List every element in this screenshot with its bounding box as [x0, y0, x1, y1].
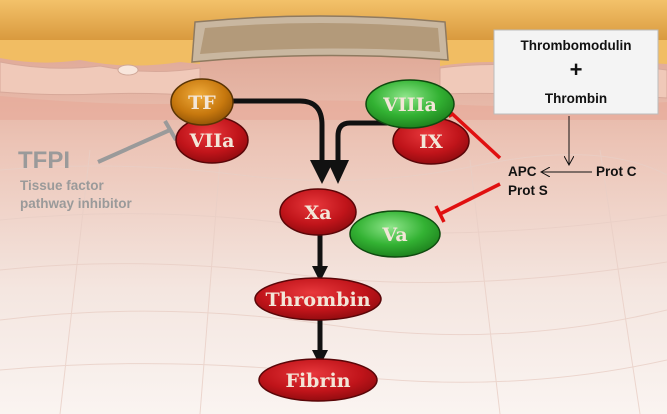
tfpi-inhibition-bar — [163, 119, 178, 142]
fibrin-label: Fibrin — [285, 370, 350, 392]
apc-label: APC — [508, 164, 537, 179]
node-viiia: VIIIa — [365, 79, 455, 129]
viia-label: VIIa — [189, 130, 235, 152]
node-viia: VIIa — [175, 116, 249, 164]
tfpi-inhibitor: TFPI Tissue factor pathway inhibitor — [18, 119, 178, 211]
thrombomodulin-box: Thrombomodulin + Thrombin — [493, 29, 659, 115]
ix-label: IX — [419, 131, 443, 153]
xa-label: Xa — [304, 202, 331, 224]
apc-inhibits-viiia — [445, 107, 502, 160]
apc-inhibits-va — [439, 182, 501, 216]
tfpi-inhibition-line — [97, 128, 171, 164]
arrow-ixa-to-xa — [335, 120, 388, 168]
node-va: Va — [349, 210, 441, 258]
node-xa: Xa — [279, 188, 357, 236]
node-thrombin: Thrombin — [254, 277, 382, 321]
thrombin-label: Thrombin — [265, 289, 370, 311]
arrow-heads — [310, 160, 349, 366]
plus-sign: + — [570, 57, 583, 82]
va-inhibition-bar — [434, 205, 446, 223]
tfpi-fullname-line2: pathway inhibitor — [20, 196, 132, 211]
thrombomodulin-label: Thrombomodulin — [521, 38, 632, 53]
tf-label: TF — [188, 92, 216, 114]
prot-c-label: Prot C — [596, 164, 637, 179]
thrombin-cofactor-label: Thrombin — [545, 91, 607, 106]
node-fibrin: Fibrin — [258, 358, 378, 402]
node-tf: TF — [170, 78, 234, 126]
activation-arrows — [232, 98, 388, 352]
prot-s-label: Prot S — [508, 183, 548, 198]
tfpi-fullname-line1: Tissue factor — [20, 178, 105, 193]
arrow-tf-viia-to-xa — [232, 98, 325, 168]
tfpi-label: TFPI — [18, 147, 70, 174]
viiia-label: VIIIa — [382, 94, 437, 116]
va-label: Va — [381, 224, 407, 246]
